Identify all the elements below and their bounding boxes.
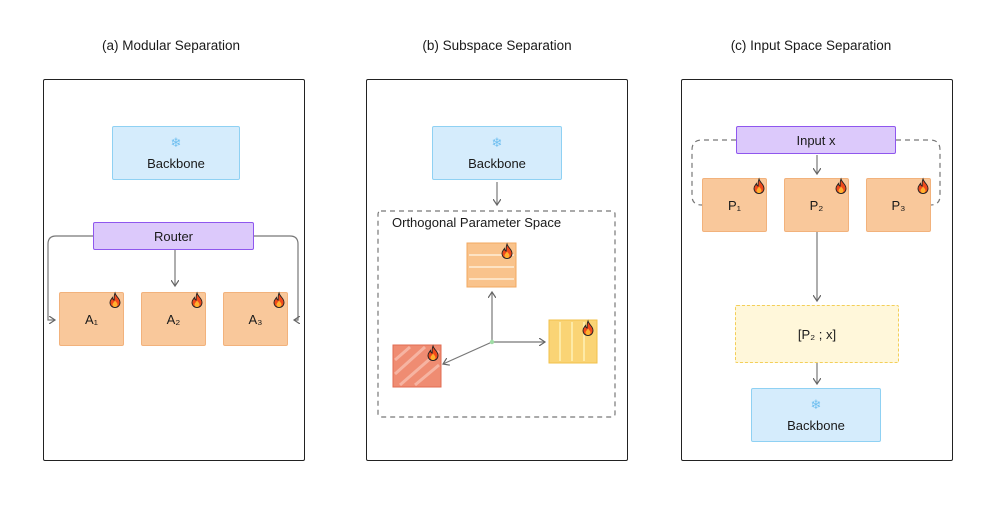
concat-box: [P₂ ; x] (735, 305, 899, 363)
orthogonal-space-label: Orthogonal Parameter Space (392, 215, 562, 230)
expert-label: A₃ (248, 311, 263, 327)
input-label: Input x (796, 132, 836, 148)
prompt-p2: P₂ (784, 178, 849, 232)
concat-label: [P₂ ; x] (797, 326, 837, 342)
panel-b-backbone: ❄ Backbone (432, 126, 562, 180)
prompt-p1: P₁ (702, 178, 767, 232)
panel-a-title: (a) Modular Separation (101, 38, 241, 53)
snowflake-icon: ❄ (170, 134, 182, 150)
router-box: Router (93, 222, 254, 250)
backbone-label: Backbone (468, 155, 526, 171)
expert-a1: A₁ (59, 292, 124, 346)
panel-c-title: (c) Input Space Separation (730, 38, 892, 53)
panel-a-backbone: ❄ Backbone (112, 126, 240, 180)
expert-a2: A₂ (141, 292, 206, 346)
panel-c-backbone: ❄ Backbone (751, 388, 881, 442)
backbone-label: Backbone (787, 417, 845, 433)
prompt-label: P₁ (727, 197, 742, 213)
prompt-label: P₃ (891, 197, 906, 213)
expert-label: A₁ (84, 311, 99, 327)
input-box: Input x (736, 126, 896, 154)
snowflake-icon: ❄ (810, 396, 822, 412)
backbone-label: Backbone (147, 155, 205, 171)
router-label: Router (153, 228, 194, 244)
snowflake-icon: ❄ (491, 134, 503, 150)
panel-b-title: (b) Subspace Separation (422, 38, 572, 53)
prompt-p3: P₃ (866, 178, 931, 232)
expert-a3: A₃ (223, 292, 288, 346)
prompt-label: P₂ (809, 197, 824, 213)
expert-label: A₂ (166, 311, 181, 327)
